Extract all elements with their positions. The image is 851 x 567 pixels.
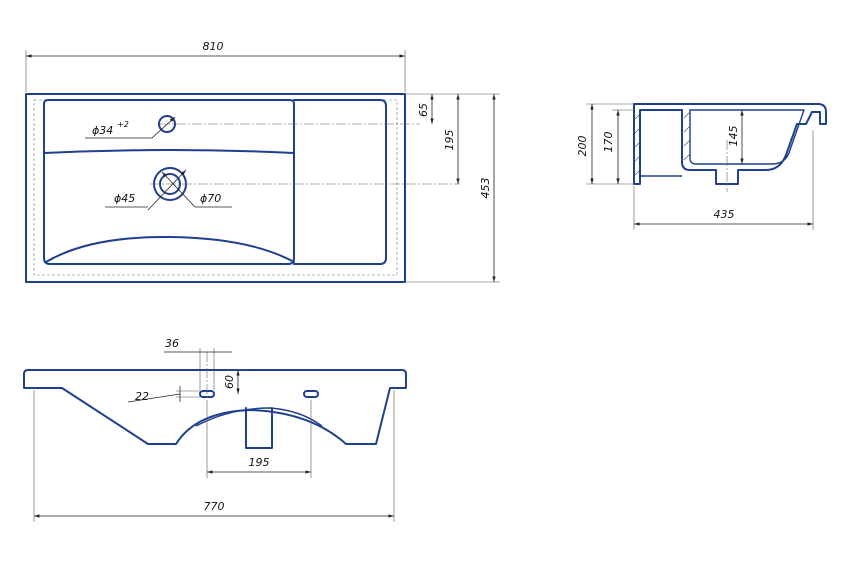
side-inner-outline — [689, 109, 805, 165]
dim-65-label: 65 — [417, 103, 430, 117]
drain-leader-line — [147, 169, 187, 211]
top-view-inner-dashed-outline — [33, 99, 398, 276]
dim-195-label: 195 — [443, 130, 456, 151]
side-view: 200 170 145 435 — [576, 103, 827, 230]
drain-inner-diameter-label: ϕ45 — [114, 192, 135, 205]
dim-36-label: 36 — [165, 337, 179, 350]
dim-170-label: 170 — [602, 132, 615, 153]
tap-diameter-label: ϕ34 — [92, 124, 113, 137]
front-view: 36 60 22 195 770 — [23, 337, 407, 522]
dim-22-label: 22 — [135, 390, 149, 403]
side-hatching — [633, 111, 691, 177]
basin-rim-outline — [43, 99, 295, 265]
dim-200-label: 200 — [576, 136, 589, 157]
front-drain-outlet — [245, 407, 273, 449]
dim-22-leader — [127, 393, 181, 403]
dim-60-label: 60 — [223, 375, 236, 389]
dim-145-label: 145 — [727, 126, 740, 147]
dim-435-label: 435 — [714, 208, 735, 221]
front-profile-outline — [23, 369, 407, 445]
counter-shelf-outline — [293, 99, 387, 265]
top-view-outer-outline — [25, 93, 406, 283]
top-view: 810 65 195 453 ϕ34 +2 ϕ45 ϕ70 — [25, 40, 500, 283]
front-overflow-hole-right — [303, 390, 319, 398]
basin-front-curve — [43, 149, 295, 154]
dim-195f-label: 195 — [249, 456, 270, 469]
drain-outer-leader-line — [161, 171, 196, 208]
tap-hole — [158, 115, 176, 133]
dim-810-label: 810 — [203, 40, 224, 53]
front-bowl-inner-curve — [195, 407, 323, 427]
dim-770-label: 770 — [204, 500, 225, 513]
drain-outer-diameter-label: ϕ70 — [200, 192, 221, 205]
side-profile-outline — [633, 103, 827, 185]
basin-back-curve — [45, 235, 295, 263]
tap-leader-line — [151, 116, 176, 139]
dim-453-label: 453 — [479, 178, 492, 199]
tap-diameter-tolerance: +2 — [117, 120, 129, 129]
